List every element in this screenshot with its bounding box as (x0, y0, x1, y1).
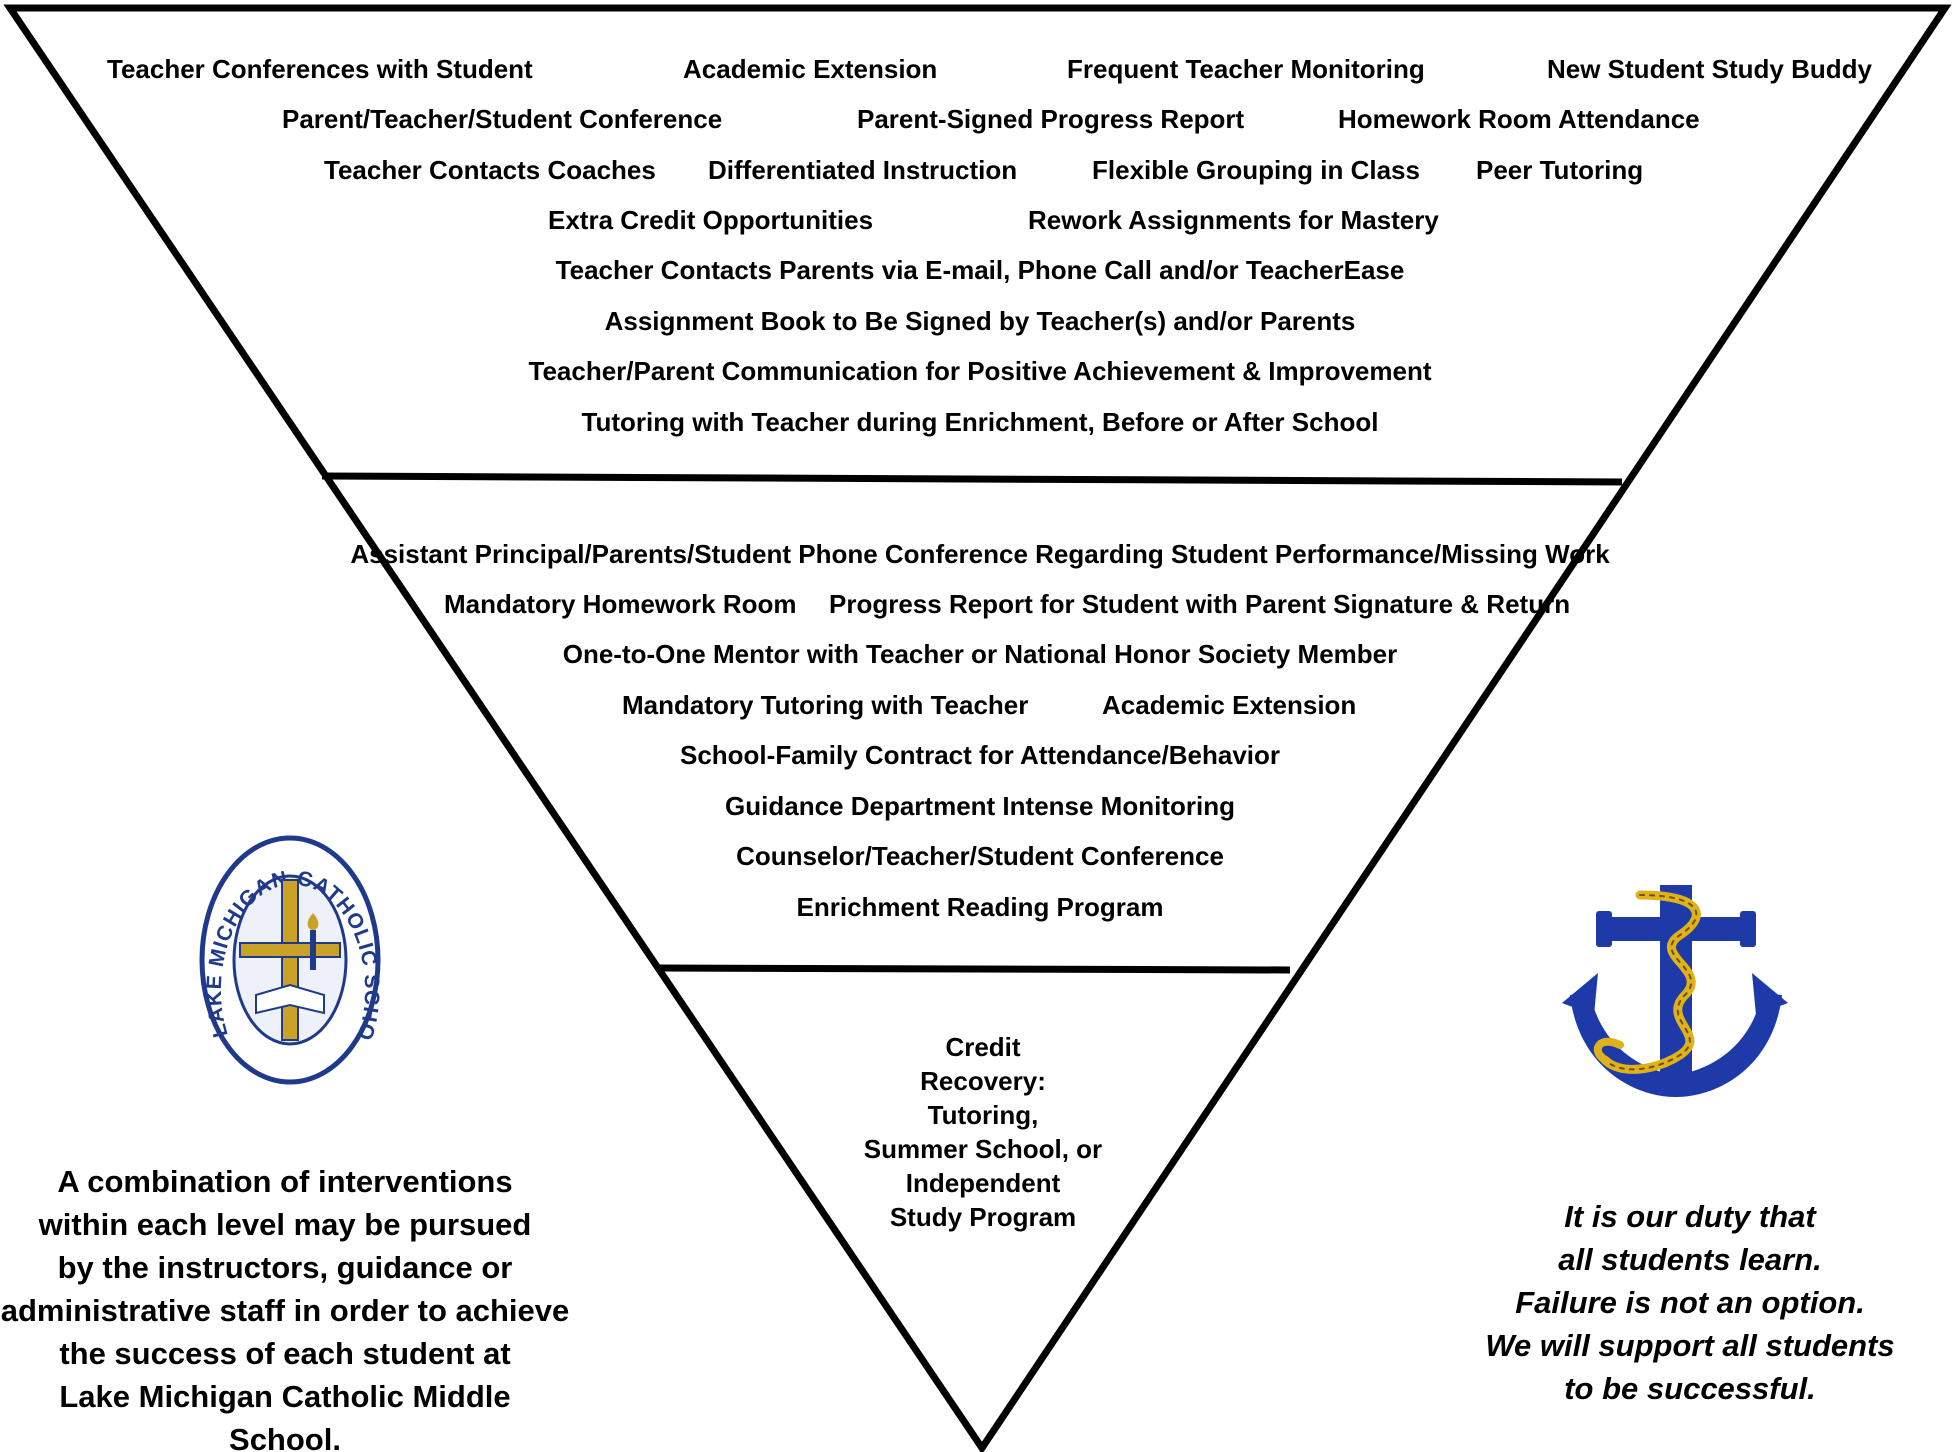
intervention-item: Enrichment Reading Program (796, 892, 1164, 922)
intervention-item: Tutoring with Teacher during Enrichment,… (581, 407, 1379, 437)
note-line: within each level may be pursued (38, 1207, 532, 1242)
tier-3: Credit Recovery: Tutoring, Summer School… (833, 1030, 1133, 1234)
intervention-item: Teacher Contacts Parents via E-mail, Pho… (555, 255, 1405, 285)
tier-3-line: Summer School, or (863, 1134, 1103, 1164)
intervention-item: Mandatory Tutoring with Teacher (622, 690, 1029, 720)
intervention-item: Teacher Contacts Coaches (324, 155, 656, 185)
intervention-item: Assignment Book to Be Signed by Teacher(… (604, 306, 1356, 336)
intervention-item: Homework Room Attendance (1338, 104, 1700, 134)
motto-note: It is our duty that all students learn. … (1440, 1195, 1940, 1410)
motto-line: Failure is not an option. (1515, 1285, 1865, 1320)
intervention-item: Differentiated Instruction (708, 155, 1018, 185)
intervention-item: Parent-Signed Progress Report (857, 104, 1245, 134)
intervention-item: Teacher Conferences with Student (107, 54, 533, 84)
motto-line: to be successful. (1564, 1371, 1816, 1406)
intervention-item: Academic Extension (683, 54, 938, 84)
intervention-item: Frequent Teacher Monitoring (1067, 54, 1425, 84)
intervention-item: Parent/Teacher/Student Conference (282, 104, 723, 134)
intervention-item: Guidance Department Intense Monitoring (725, 791, 1235, 821)
note-line: Lake Michigan Catholic Middle School. (59, 1379, 511, 1452)
intervention-item: School-Family Contract for Attendance/Be… (679, 740, 1281, 770)
intervention-item: Mandatory Homework Room (444, 589, 797, 619)
intervention-item: Academic Extension (1102, 690, 1357, 720)
anchor-icon (1562, 885, 1788, 1097)
pyramid-outline (3, 4, 1952, 1452)
note-line: A combination of interventions (57, 1164, 513, 1199)
note-line: by the instructors, guidance or (57, 1250, 513, 1285)
intervention-item: Progress Report for Student with Parent … (829, 589, 1571, 619)
tier-3-line: Study Program (889, 1202, 1077, 1232)
intervention-item: Extra Credit Opportunities (548, 205, 874, 235)
intervention-item: Counselor/Teacher/Student Conference (736, 841, 1224, 871)
tier-3-line: Credit (945, 1032, 1021, 1062)
intervention-item: Assistant Principal/Parents/Student Phon… (350, 539, 1610, 569)
intervention-item: Peer Tutoring (1476, 155, 1644, 185)
motto-line: We will support all students (1485, 1328, 1895, 1363)
motto-line: It is our duty that (1564, 1199, 1816, 1234)
note-line: administrative staff in order to achieve (0, 1293, 570, 1328)
tier-divider-1 (321, 472, 1623, 486)
note-line: the success of each student at (59, 1336, 511, 1371)
tier-divider-2 (657, 964, 1291, 974)
motto-line: all students learn. (1558, 1242, 1822, 1277)
intervention-item: New Student Study Buddy (1547, 54, 1872, 84)
tier-3-line: Independent (905, 1168, 1061, 1198)
tier-3-line: Tutoring, (927, 1100, 1039, 1130)
intervention-item: Teacher/Parent Communication for Positiv… (528, 356, 1432, 386)
school-seal-icon: LAKE MICHIGAN CATHOLIC SCHOOLS (198, 835, 382, 1085)
intervention-item: Rework Assignments for Mastery (1028, 205, 1439, 235)
intervention-note: A combination of interventions within ea… (0, 1160, 570, 1452)
tier-3-line: Recovery: (920, 1066, 1046, 1096)
intervention-item: Flexible Grouping in Class (1092, 155, 1420, 185)
intervention-item: One-to-One Mentor with Teacher or Nation… (562, 639, 1398, 669)
